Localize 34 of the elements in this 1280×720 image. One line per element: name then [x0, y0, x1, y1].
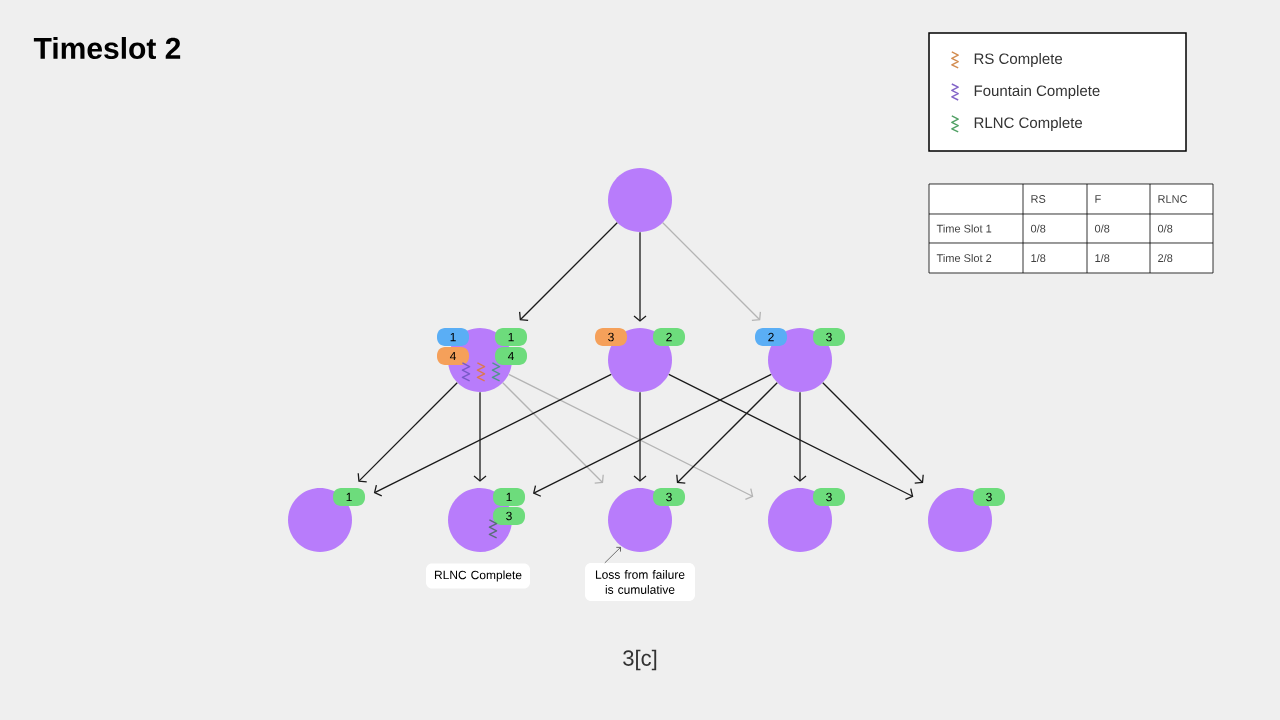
arrow [604, 547, 621, 564]
column-header: RLNC [1158, 195, 1188, 203]
arrow [676, 382, 778, 484]
arrow [519, 222, 618, 321]
arrow [668, 373, 914, 501]
arrow [473, 391, 487, 482]
row-header: Time Slot 1 [936, 224, 992, 233]
table-value: 0/8 [1030, 224, 1046, 233]
title: Timeslot 2 [33, 37, 181, 59]
arrow [633, 391, 647, 482]
callout-box: Loss from failure is cumulative [585, 563, 695, 601]
column-header: RS [1031, 195, 1046, 203]
column-header: F [1095, 195, 1101, 203]
arrow [793, 391, 807, 482]
table-value: 0/8 [1157, 224, 1173, 233]
legend-label: RS Complete [974, 53, 1063, 67]
arrow [633, 231, 647, 322]
arrow [373, 373, 612, 497]
callout-box: RLNC Complete [426, 563, 530, 589]
node-circle [608, 168, 672, 232]
arrow [357, 382, 458, 483]
caption: 3[c] [623, 649, 657, 671]
table-value: 2/8 [1158, 253, 1173, 263]
arrow [662, 222, 762, 321]
table-value: 1/8 [1031, 253, 1046, 263]
arrow [822, 382, 924, 484]
legend-label: RLNC Complete [974, 117, 1083, 131]
arrow [502, 382, 604, 484]
arrow [532, 373, 772, 497]
row-header: Time Slot 2 [936, 253, 992, 263]
arrow [508, 373, 754, 501]
legend-label: Fountain Complete [974, 85, 1100, 99]
table-value: 1/8 [1095, 253, 1110, 263]
table-value: 0/8 [1094, 224, 1110, 233]
